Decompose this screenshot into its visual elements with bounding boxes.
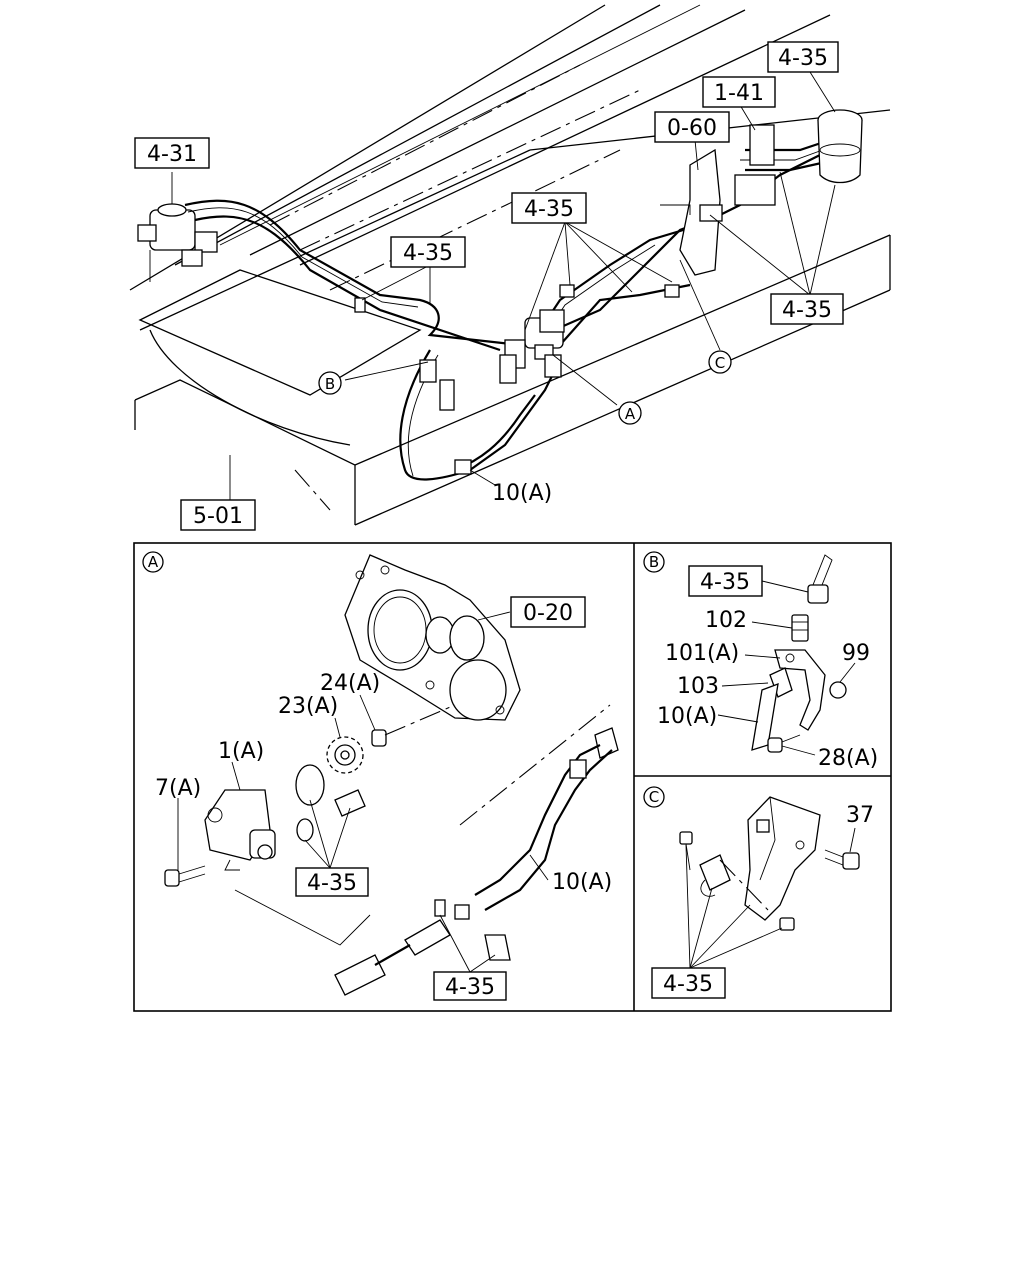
fluid-reservoir xyxy=(817,109,863,184)
oil-pump-1 xyxy=(204,789,276,871)
union-102 xyxy=(791,614,809,642)
gasket-disc xyxy=(295,764,325,806)
part-label-10-b: 10(A) xyxy=(657,704,717,729)
bolt-28 xyxy=(767,734,801,753)
detail-panels-frame xyxy=(133,542,892,1012)
bracket-0-60 xyxy=(660,148,723,276)
ref-label: 4-35 xyxy=(524,197,574,222)
badge-letter: A xyxy=(148,553,159,571)
panel-a-guide-lines xyxy=(234,704,611,946)
brake-pipes xyxy=(184,138,836,352)
badge-letter: B xyxy=(649,553,659,571)
part-label-37: 37 xyxy=(846,803,874,828)
part-label-28: 28(A) xyxy=(818,746,878,771)
detail-panel-b: B xyxy=(643,551,878,771)
hose-assembly-10 xyxy=(334,727,619,996)
spacer-pin xyxy=(334,789,366,817)
part-label-99: 99 xyxy=(842,641,870,666)
ref-box-0-60: 0-60 xyxy=(654,111,730,143)
panel-b-badge: B xyxy=(643,551,665,573)
clip-bolt xyxy=(679,831,693,871)
ref-box-1-41: 1-41 xyxy=(702,76,776,108)
ref-label: 4-35 xyxy=(700,570,750,595)
mounting-bracket xyxy=(744,796,821,921)
bolt-7 xyxy=(164,865,206,887)
ref-box-4-35-left: 4-35 xyxy=(390,236,466,268)
pipe-clip xyxy=(699,854,731,897)
ref-label: 4-35 xyxy=(307,871,357,896)
panel-a-badge: A xyxy=(142,551,164,573)
ref-box-4-35-reservoir: 4-35 xyxy=(767,41,839,73)
hose-part-label: 10(A) xyxy=(492,481,552,506)
top-leader-lines xyxy=(229,71,836,500)
callout-a: A xyxy=(618,401,642,425)
pipe-brackets xyxy=(354,284,680,411)
master-cylinder xyxy=(137,172,218,282)
part-label-10: 10(A) xyxy=(552,870,612,895)
flex-hose xyxy=(399,349,562,481)
part-label-103: 103 xyxy=(677,674,719,699)
ref-label: 0-60 xyxy=(667,116,717,141)
housing-plate xyxy=(344,554,521,721)
ref-label: 5-01 xyxy=(193,504,243,529)
ref-box-0-20: 0-20 xyxy=(510,596,586,628)
ref-label: 4-35 xyxy=(445,975,495,1000)
part-label-7: 7(A) xyxy=(155,776,201,801)
callout-c: C xyxy=(708,350,732,374)
drive-gear-23 xyxy=(326,736,364,774)
nut-99 xyxy=(829,681,847,699)
panel-c-leader-lines xyxy=(685,827,856,969)
detail-panel-c: C xyxy=(643,786,874,999)
ref-label: 0-20 xyxy=(523,601,573,626)
bracket-101 xyxy=(774,649,826,731)
chassis-overview: 4-31 4-35 1-41 0-60 4-35 4-35 4-35 5-01 xyxy=(129,4,891,531)
part-label-1: 1(A) xyxy=(218,739,264,764)
ref-box-4-35-b: 4-35 xyxy=(688,565,763,597)
ref-box-4-35-right: 4-35 xyxy=(770,293,844,325)
part-label-24: 24(A) xyxy=(320,671,380,696)
ref-box-4-35-a2: 4-35 xyxy=(433,971,507,1001)
ref-box-5-01: 5-01 xyxy=(180,499,256,531)
callout-letter: C xyxy=(715,354,725,372)
o-ring xyxy=(296,818,314,842)
ref-label: 4-31 xyxy=(147,142,197,167)
part-label-101: 101(A) xyxy=(665,641,739,666)
ref-box-4-35-center: 4-35 xyxy=(511,192,587,224)
ref-label: 4-35 xyxy=(782,298,832,323)
ref-box-4-35-c: 4-35 xyxy=(651,967,726,999)
part-label-23: 23(A) xyxy=(278,694,338,719)
nut-24 xyxy=(371,729,387,747)
detail-panel-a: A xyxy=(142,551,619,1001)
ref-label: 4-35 xyxy=(403,241,453,266)
badge-letter: C xyxy=(649,788,659,806)
part-label-102: 102 xyxy=(705,608,747,633)
callout-letter: A xyxy=(625,405,636,423)
pipe-end xyxy=(807,554,833,604)
panel-a-leader-lines xyxy=(177,611,549,973)
callout-letter: B xyxy=(325,375,335,393)
callout-b: B xyxy=(318,371,342,395)
ref-box-4-31: 4-31 xyxy=(134,137,210,169)
panel-b-leader-lines xyxy=(717,580,856,756)
bracket-1-41 xyxy=(734,124,776,206)
panel-c-badge: C xyxy=(643,786,665,808)
ref-label: 4-35 xyxy=(663,972,713,997)
bolt-37 xyxy=(824,849,860,870)
ref-box-4-35-a1: 4-35 xyxy=(295,867,369,897)
ref-label: 4-35 xyxy=(778,46,828,71)
ref-label: 1-41 xyxy=(714,81,764,106)
bracket-nut xyxy=(779,917,795,931)
